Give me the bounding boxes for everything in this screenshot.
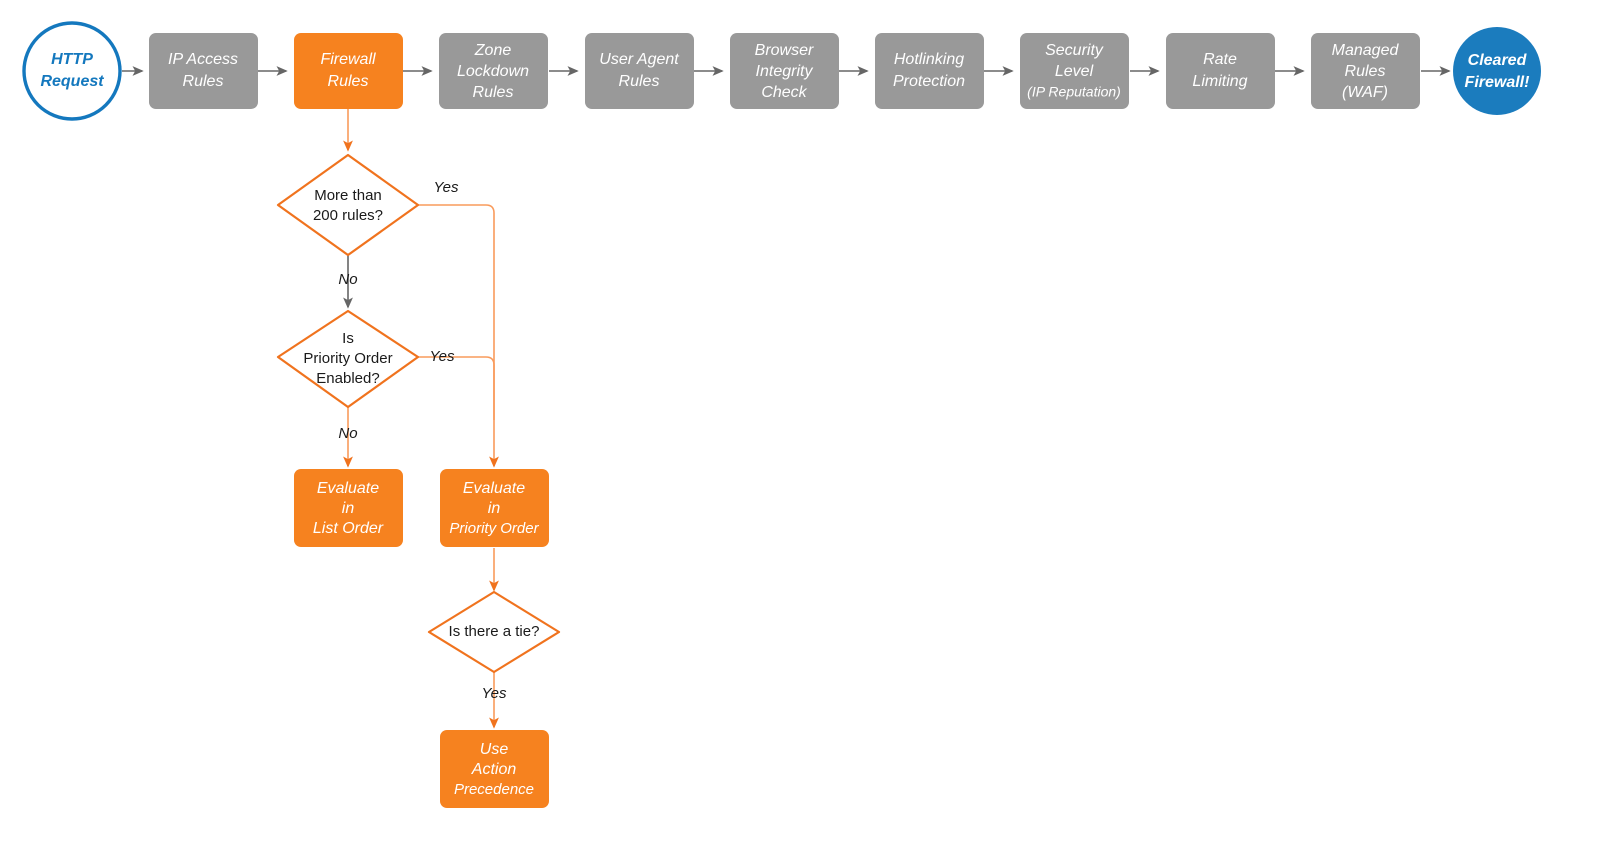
rate-limiting-label-line1: Rate [1203,51,1237,68]
node-security-level[interactable]: Security Level (IP Reputation) [1020,33,1129,109]
node-http-request[interactable]: HTTP Request [22,21,122,121]
hotlinking-protection-label-line1: Hotlinking [894,51,964,68]
use-action-precedence-label-line2: Action [471,761,517,778]
evaluate-in-list-order-label-line3: List Order [313,520,384,537]
is-priority-order-enabled-label-line2: Priority Order [303,350,392,367]
use-action-precedence-label-line1: Use [480,741,509,758]
ip-access-rules-box [149,33,258,109]
evaluate-in-priority-order-label-line2: in [488,500,501,517]
is-there-a-tie-diamond [427,590,561,674]
edge-label-priority-order-no: No [338,425,357,442]
edge-label-more-than-200-no: No [338,271,357,288]
security-level-label-line3: (IP Reputation) [1027,84,1121,100]
node-evaluate-in-list-order[interactable]: Evaluate in List Order [294,469,403,547]
managed-rules-waf-box [1311,33,1420,109]
zone-lockdown-rules-label-line2: Lockdown [457,63,529,80]
http-request-label-line2: Request [40,73,104,90]
use-action-precedence-box [440,730,549,808]
node-ip-access-rules[interactable]: IP Access Rules [149,33,258,109]
firewall-rules-label-line2: Rules [328,73,369,90]
edge-label-priority-order-yes: Yes [429,348,455,365]
user-agent-rules-label-line1: User Agent [599,51,679,68]
node-evaluate-in-priority-order[interactable]: Evaluate in Priority Order [440,469,549,547]
node-cleared-firewall[interactable]: Cleared Firewall! [1453,27,1541,115]
evaluate-in-list-order-label-line2: in [342,500,355,517]
ip-access-rules-label-line1: IP Access [168,51,238,68]
more-than-200-rules-label-line2: 200 rules? [313,207,383,224]
node-user-agent-rules[interactable]: User Agent Rules [585,33,694,109]
node-is-there-a-tie[interactable]: Is there a tie? [427,590,561,674]
node-managed-rules-waf[interactable]: Managed Rules (WAF) [1311,33,1420,109]
security-level-label-line2: Level [1055,63,1094,80]
node-firewall-rules[interactable]: Firewall Rules [294,33,403,109]
is-there-a-tie-label-line1: Is there a tie? [449,623,540,640]
edge-label-tie-yes: Yes [481,685,507,702]
zone-lockdown-rules-label-line1: Zone [474,42,512,59]
node-rate-limiting[interactable]: Rate Limiting [1166,33,1275,109]
security-level-box [1020,33,1129,109]
cleared-firewall-circle [1453,27,1541,115]
firewall-rules-box [294,33,403,109]
evaluate-in-priority-order-label-line1: Evaluate [463,480,525,497]
connector-more-than-200-yes [418,204,499,468]
edge-label-more-than-200-yes: Yes [433,179,459,196]
node-is-priority-order-enabled[interactable]: Is Priority Order Enabled? [276,309,420,409]
cleared-firewall-label-line2: Firewall! [1465,74,1531,91]
rate-limiting-box [1166,33,1275,109]
more-than-200-rules-label-line1: More than [314,187,382,204]
edge-labels: Yes No Yes No Yes [338,179,507,702]
evaluate-in-list-order-label-line1: Evaluate [317,480,379,497]
node-more-than-200-rules[interactable]: More than 200 rules? [276,153,420,257]
node-browser-integrity-check[interactable]: Browser Integrity Check [730,33,839,109]
firewall-rules-label-line1: Firewall [320,51,376,68]
hotlinking-protection-box [875,33,984,109]
browser-integrity-check-box [730,33,839,109]
evaluate-in-priority-order-label-line3: Priority Order [449,520,539,537]
cleared-firewall-label-line1: Cleared [1468,52,1528,69]
managed-rules-waf-label-line1: Managed [1332,42,1400,59]
browser-integrity-check-label-line1: Browser [755,42,814,59]
ip-access-rules-label-line2: Rules [183,73,224,90]
zone-lockdown-rules-box [439,33,548,109]
zone-lockdown-rules-label-line3: Rules [473,84,514,101]
is-priority-order-enabled-label-line3: Enabled? [316,370,379,387]
more-than-200-rules-diamond [276,153,420,257]
evaluate-in-priority-order-box [440,469,549,547]
branch-connectors: Is Priority Order Enabled? --> right the… [343,108,499,729]
hotlinking-protection-label-line2: Protection [893,73,965,90]
http-request-label-line1: HTTP [51,51,93,68]
security-level-label-line1: Security [1045,42,1104,59]
is-priority-order-enabled-diamond [276,309,420,409]
use-action-precedence-label-line3: Precedence [454,781,534,798]
user-agent-rules-box [585,33,694,109]
rate-limiting-label-line2: Limiting [1192,73,1247,90]
node-use-action-precedence[interactable]: Use Action Precedence [440,730,549,808]
node-hotlinking-protection[interactable]: Hotlinking Protection [875,33,984,109]
browser-integrity-check-label-line3: Check [761,84,807,101]
managed-rules-waf-label-line3: (WAF) [1342,84,1388,101]
evaluate-in-list-order-box [294,469,403,547]
user-agent-rules-label-line2: Rules [619,73,660,90]
browser-integrity-check-label-line2: Integrity [756,63,814,80]
connector-priority-order-yes [418,356,495,420]
http-request-circle [22,21,122,121]
is-priority-order-enabled-label-line1: Is [342,330,354,347]
managed-rules-waf-label-line2: Rules [1345,63,1386,80]
node-zone-lockdown-rules[interactable]: Zone Lockdown Rules [439,33,548,109]
